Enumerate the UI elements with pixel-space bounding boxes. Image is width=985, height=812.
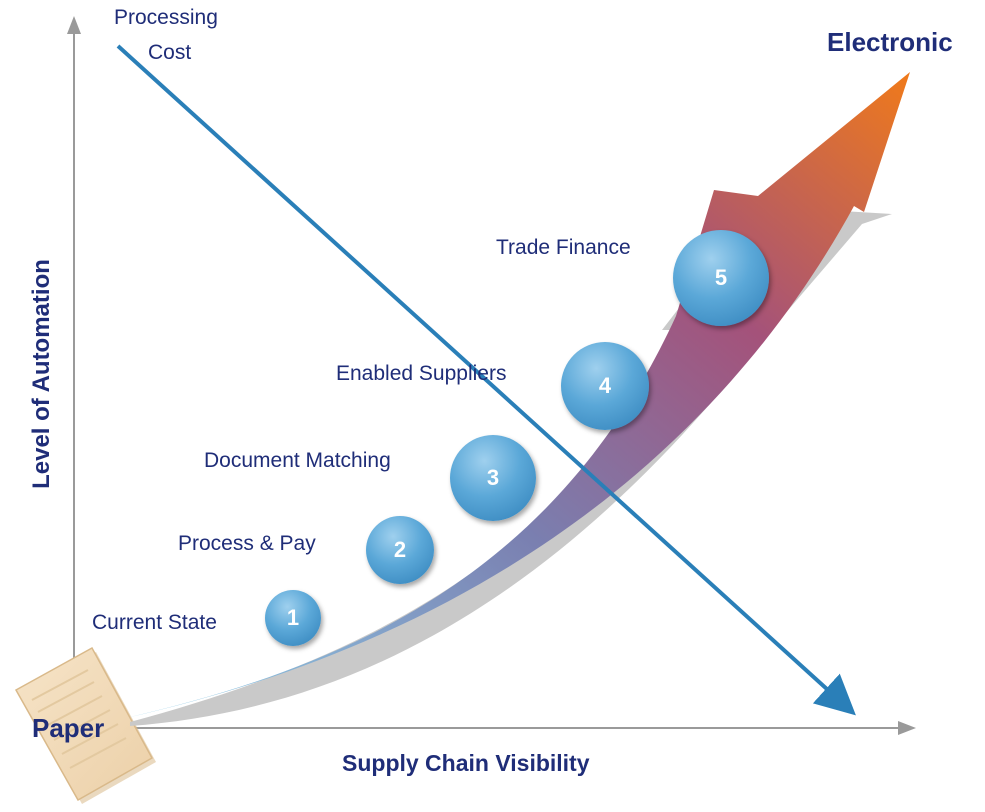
- stage-label-3: Document Matching: [204, 449, 391, 472]
- x-axis-arrowhead: [898, 721, 916, 735]
- paper-label: Paper: [32, 713, 105, 743]
- stage-label-5: Trade Finance: [496, 236, 631, 259]
- processing-cost-label-line1: Processing: [114, 6, 218, 29]
- processing-cost-label-line2: Cost: [148, 41, 192, 64]
- x-axis-title: Supply Chain Visibility: [342, 750, 590, 776]
- y-axis-title: Level of Automation: [28, 259, 55, 489]
- y-axis: [67, 16, 81, 730]
- stage-circle-4: 4: [561, 342, 649, 430]
- stage-label-4: Enabled Suppliers: [336, 362, 507, 385]
- stage-circle-5: 5: [673, 230, 769, 326]
- paper-document-icon: [14, 646, 156, 804]
- y-axis-arrowhead: [67, 16, 81, 34]
- electronic-label: Electronic: [827, 27, 953, 57]
- stage-circle-2: 2: [366, 516, 434, 584]
- x-axis: [74, 721, 916, 735]
- growth-arrow: [126, 72, 910, 718]
- stage-label-1: Current State: [92, 611, 217, 634]
- stage-circle-3: 3: [450, 435, 536, 521]
- processing-cost-line: [116, 44, 856, 716]
- stage-circle-1: 1: [265, 590, 321, 646]
- stage-label-2: Process & Pay: [178, 532, 316, 555]
